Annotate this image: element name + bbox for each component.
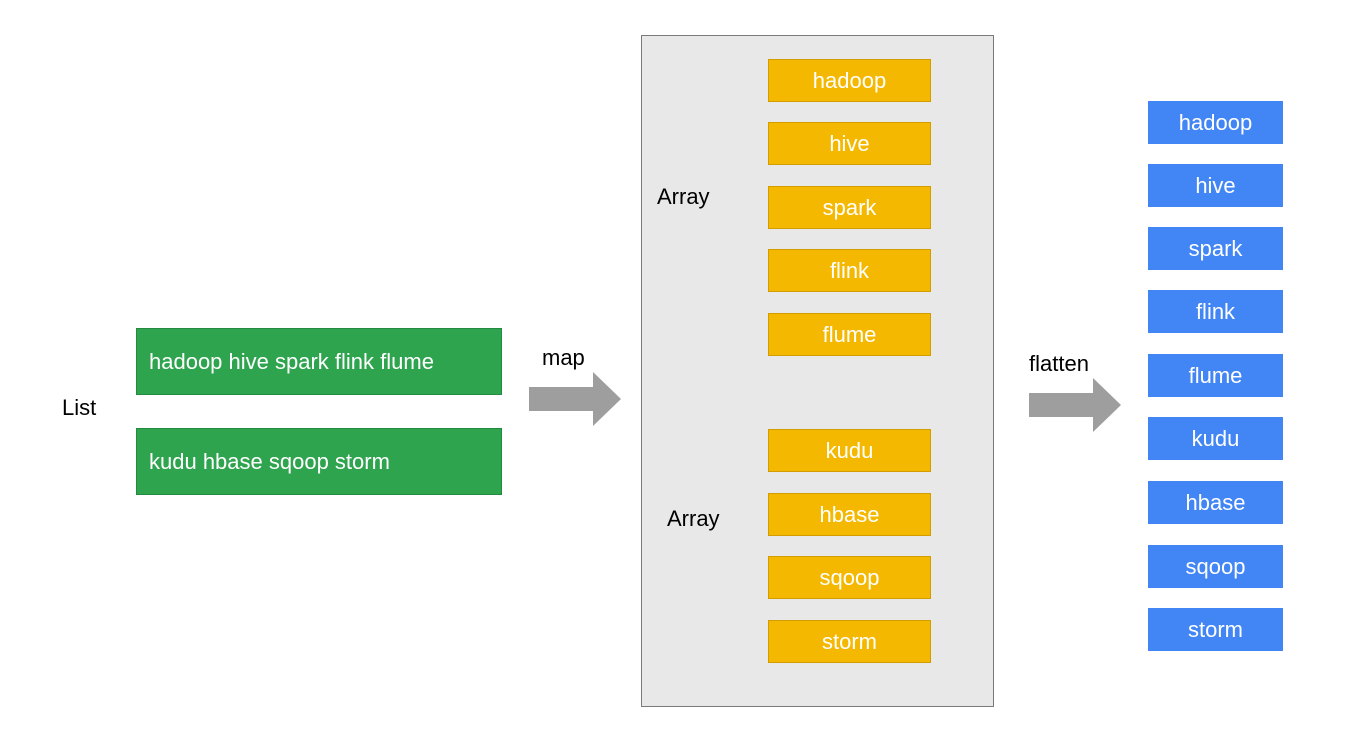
array-item: hadoop bbox=[768, 59, 931, 102]
list-row-2: kudu hbase sqoop storm bbox=[136, 428, 502, 495]
list-row-1: hadoop hive spark flink flume bbox=[136, 328, 502, 395]
flat-item: hive bbox=[1148, 164, 1283, 207]
array-item: spark bbox=[768, 186, 931, 229]
flatten-arrow-icon bbox=[1029, 378, 1121, 432]
array-item: kudu bbox=[768, 429, 931, 472]
array-item: flume bbox=[768, 313, 931, 356]
array-label-1: Array bbox=[657, 184, 710, 209]
flatten-label: flatten bbox=[1029, 351, 1089, 376]
flat-item: hadoop bbox=[1148, 101, 1283, 144]
map-label: map bbox=[542, 345, 585, 370]
array-item: storm bbox=[768, 620, 931, 663]
flat-item: flink bbox=[1148, 290, 1283, 333]
flat-item: flume bbox=[1148, 354, 1283, 397]
array-item: hive bbox=[768, 122, 931, 165]
list-label: List bbox=[62, 395, 97, 420]
flat-item: spark bbox=[1148, 227, 1283, 270]
flat-item: kudu bbox=[1148, 417, 1283, 460]
flat-item: storm bbox=[1148, 608, 1283, 651]
flat-item: hbase bbox=[1148, 481, 1283, 524]
array-item: flink bbox=[768, 249, 931, 292]
map-arrow-icon bbox=[529, 372, 621, 426]
array-label-2: Array bbox=[667, 506, 720, 531]
flat-item: sqoop bbox=[1148, 545, 1283, 588]
array-item: hbase bbox=[768, 493, 931, 536]
array-item: sqoop bbox=[768, 556, 931, 599]
